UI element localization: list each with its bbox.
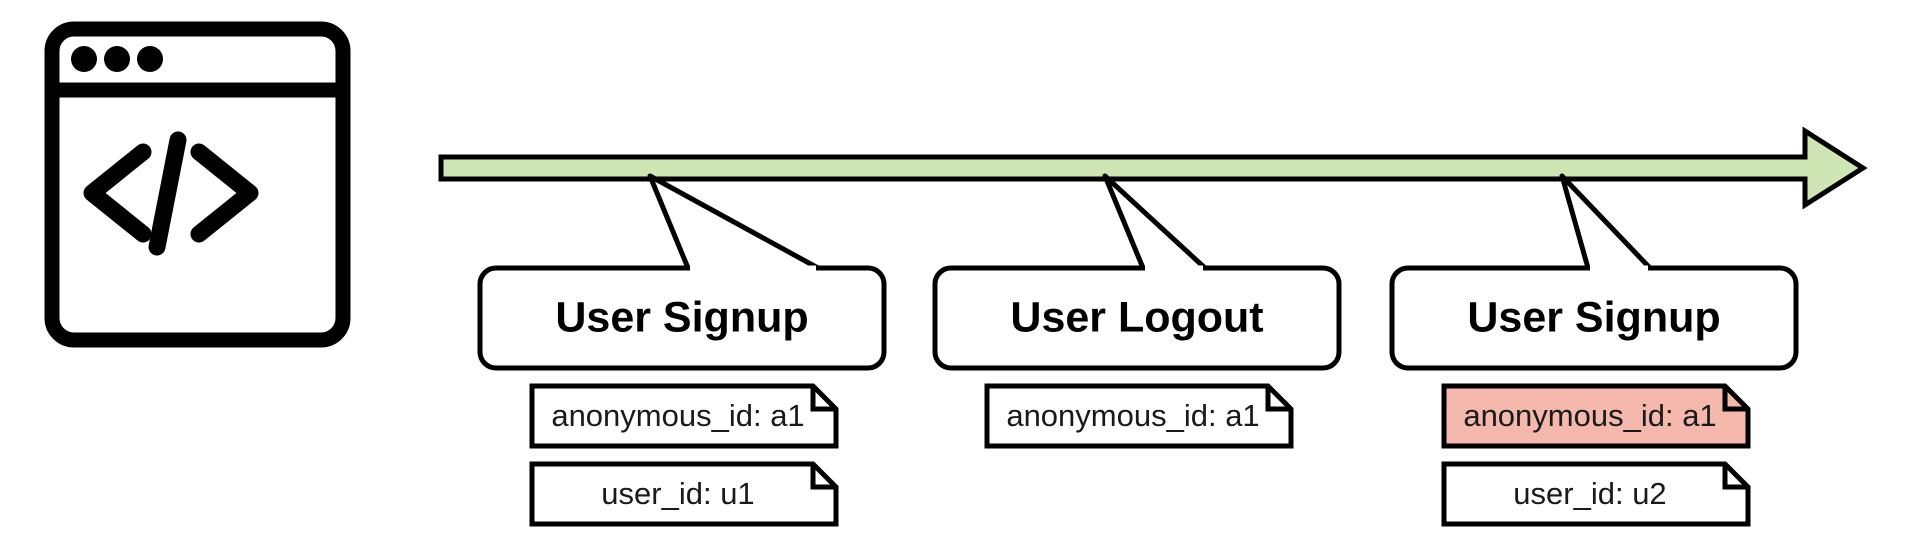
- note-2-anonymous-id[interactable]: anonymous_id: a1: [984, 383, 1294, 449]
- window-dot-icon: [104, 46, 130, 72]
- note-1-anonymous-id[interactable]: anonymous_id: a1: [529, 383, 839, 449]
- note-body-1b[interactable]: [529, 461, 839, 527]
- note-body-1a[interactable]: [529, 383, 839, 449]
- event-label-1: User Signup: [555, 293, 808, 341]
- note-text-2a: anonymous_id: a1: [1006, 398, 1259, 433]
- note-fold-corner-icon: [810, 386, 836, 412]
- event-label-2: User Logout: [1010, 293, 1263, 341]
- note-body-3a[interactable]: [1441, 383, 1751, 449]
- code-window-icon: [44, 21, 351, 348]
- event-card-1[interactable]: User Signup: [477, 265, 887, 371]
- note-fold-corner-icon: [1722, 386, 1748, 412]
- note-3-anonymous-id[interactable]: anonymous_id: a1: [1441, 383, 1751, 449]
- event-card-3[interactable]: User Signup: [1389, 265, 1799, 371]
- window-dot-icon: [137, 46, 163, 72]
- code-window-frame: [44, 21, 351, 348]
- note-body-2a[interactable]: [984, 383, 1294, 449]
- note-fold-corner-icon: [810, 464, 836, 490]
- note-1-user-id[interactable]: user_id: u1: [529, 461, 839, 527]
- note-text-3b: user_id: u2: [1513, 476, 1666, 511]
- note-fold-corner-icon: [1265, 386, 1291, 412]
- event-label-3: User Signup: [1467, 293, 1720, 341]
- note-text-1a: anonymous_id: a1: [551, 398, 804, 433]
- event-timeline-arrow: [438, 126, 1868, 210]
- note-text-1b: user_id: u1: [601, 476, 754, 511]
- note-body-3b[interactable]: [1441, 461, 1751, 527]
- event-box-1[interactable]: [477, 265, 887, 371]
- event-box-2[interactable]: [932, 265, 1342, 371]
- slash-icon: [148, 131, 187, 256]
- note-fold-corner-icon: [1722, 464, 1748, 490]
- angle-bracket-left-icon: [83, 143, 152, 243]
- event-card-2[interactable]: User Logout: [932, 265, 1342, 371]
- angle-bracket-right-icon: [190, 143, 259, 243]
- note-text-3a: anonymous_id: a1: [1463, 398, 1716, 433]
- note-3-user-id[interactable]: user_id: u2: [1441, 461, 1751, 527]
- window-dot-icon: [71, 46, 97, 72]
